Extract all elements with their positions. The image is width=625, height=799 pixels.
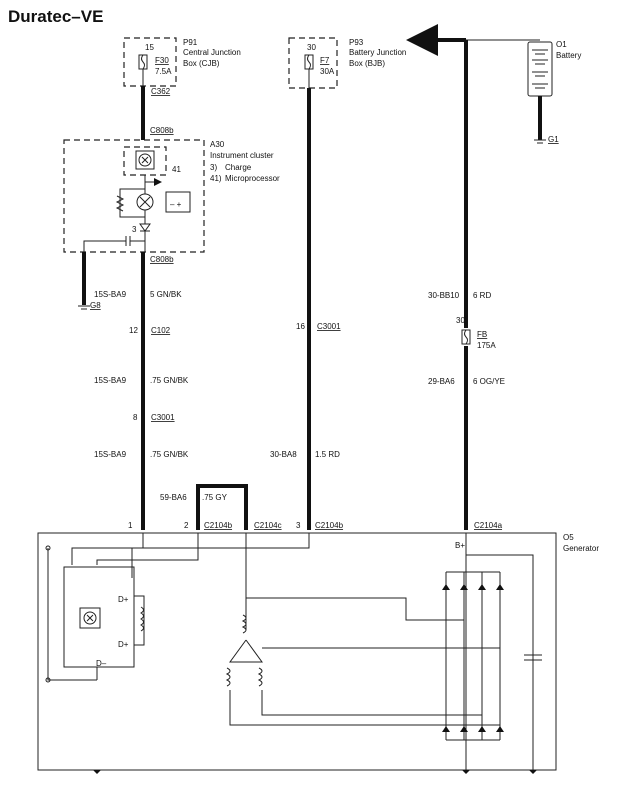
battery-id: O1 [556,40,567,49]
connector-c102: C102 [151,326,171,335]
gen-pin-1: 1 [128,521,133,530]
a30-item3-text: Charge [225,163,252,172]
diode-icon [496,584,504,590]
a30-name: Instrument cluster [210,151,274,160]
ground-icon [462,770,470,774]
diode-icon [139,223,151,232]
p93-id: P93 [349,38,364,47]
fuse-f7-label: F7 [320,56,330,65]
a30-instrument-cluster: C808b A30 Instrument cluster 3) Charge 4… [63,126,280,264]
ground-g8: G8 [90,301,101,310]
connector-c2104b-2: C2104b [315,521,344,530]
wire-spec-2: .75 GN/BK [150,376,189,385]
wire-circuit-1: 15S-BA9 [94,290,127,299]
c3001a-pin: 8 [133,413,138,422]
fuse-f30-rating: 7.5A [155,67,172,76]
diode-icon [460,726,468,732]
o5-generator: O5 Generator B+ D+ D+ D– [37,532,599,774]
generator-id: O5 [563,533,574,542]
diode-icon [478,726,486,732]
a30-pin-3: 3 [132,225,137,234]
p91-name: Central Junction [183,48,241,57]
wire-spec-7: 6 OG/YE [473,377,505,386]
connector-c2104c: C2104c [254,521,282,530]
a30-id: A30 [210,140,225,149]
generator-name: Generator [563,544,599,553]
wire-circuit-2: 15S-BA9 [94,376,127,385]
voltage-regulator [63,566,135,668]
regulator-chip-icon [79,607,101,629]
ground-g1-icon [534,139,546,144]
diode-icon [460,584,468,590]
wire-circuit-4: 30-BA8 [270,450,297,459]
dplus-label-2: D+ [118,640,129,649]
battery-name: Battery [556,51,581,60]
p91-name2: Box (CJB) [183,59,220,68]
a30-item41: 41) [210,174,222,183]
diode-icon [442,726,450,732]
field-winding-icon [140,606,144,632]
connector-c2104b-1: C2104b [204,521,233,530]
connector-c3001b: C3001 [317,322,341,331]
connector-c362: C362 [151,87,171,96]
dplus-label-1: D+ [118,595,129,604]
connector-c808b-top: C808b [150,126,174,135]
p93-name: Battery Junction [349,48,406,57]
p93-name2: Box (BJB) [349,59,385,68]
wire-spec-1: 5 GN/BK [150,290,182,299]
wire-circuit-7: 29-BA6 [428,377,455,386]
p93-pin: 30 [307,43,316,52]
connector-c808b-bottom: C808b [150,255,174,264]
fuse-fb-rating: 175A [477,341,496,350]
p91-central-junction-box: 15 F30 7.5A P91 Central Junction Box (CJ… [123,37,241,87]
stator-winding-icon [241,614,247,634]
wire-spec-4: 1.5 RD [315,450,340,459]
gen-pin-2: 2 [184,521,189,530]
diode-icon [478,584,486,590]
o1-battery: O1 Battery [527,40,581,97]
wire-spec-6: 6 RD [473,291,491,300]
connector-c3001a: C3001 [151,413,175,422]
a30-item3: 3) [210,163,217,172]
svg-text:– +: – + [170,200,182,209]
c3001b-pin: 16 [296,322,305,331]
wire-spec-5: .75 GY [202,493,228,502]
diagram-title: Duratec–VE [8,7,103,26]
fuse-f30-label: F30 [155,56,169,65]
diode-icon [496,726,504,732]
resistor-icon [115,195,125,212]
wire-circuit-5: 59-BA6 [160,493,187,502]
fb-pin: 30 [456,316,465,325]
ground-icon [93,770,101,774]
diode-icon [442,584,450,590]
wire-spec-3: .75 GN/BK [150,450,189,459]
c102-pin: 12 [129,326,138,335]
battery-symbol-icon [165,191,191,213]
a30-item41-text: Microprocessor [225,174,280,183]
fuse-fb-label: FB [477,330,487,339]
gen-pin-3: 3 [296,521,301,530]
dminus-label: D– [96,659,107,668]
fuse-f7-rating: 30A [320,67,335,76]
bplus-label: B+ [455,541,465,550]
connector-c2104a: C2104a [474,521,503,530]
a30-pin-41: 41 [172,165,181,174]
ground-g8-icon [78,305,90,310]
p93-battery-junction-box: 30 F7 30A P93 Battery Junction Box (BJB) [288,37,406,89]
microprocessor-icon [135,150,155,170]
p91-pin: 15 [145,43,154,52]
wire-circuit-6: 30-BB10 [428,291,460,300]
ground-g1: G1 [548,135,559,144]
ground-icon [529,770,537,774]
p91-id: P91 [183,38,198,47]
wire-circuit-3: 15S-BA9 [94,450,127,459]
